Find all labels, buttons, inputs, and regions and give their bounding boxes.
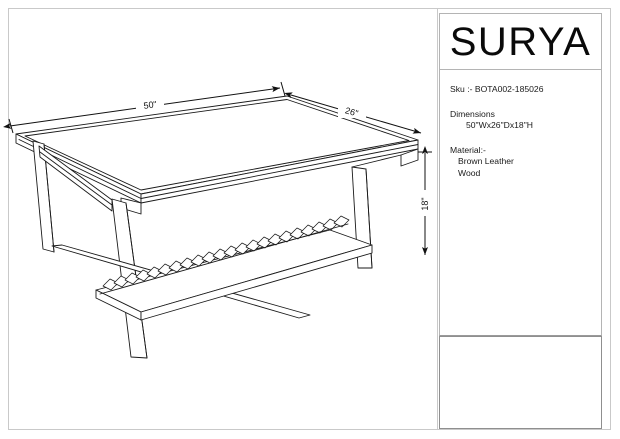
material-item-wood: Wood — [458, 167, 481, 178]
table-apron-right — [351, 148, 419, 168]
table-leg-far-left — [32, 140, 55, 253]
dimensions-heading: Dimensions — [450, 108, 495, 119]
dimension-width-label: 50" — [143, 99, 157, 111]
dimension-width-50: 50" — [3, 81, 286, 134]
sku-line: Sku :- BOTA002-185026 — [450, 84, 544, 94]
dimension-height-label: 18" — [420, 197, 430, 210]
specification-panel: Sku :- BOTA002-185026 Dimensions 50"Wx26… — [439, 70, 602, 336]
lower-shelf-front-edge — [95, 244, 373, 321]
material-item-leather: Brown Leather — [458, 156, 514, 167]
brand-logo-box: SURYA — [439, 13, 602, 70]
technical-drawing-area: 50" 26" 18" — [3, 81, 433, 359]
dimension-depth-26: 26" — [284, 92, 422, 134]
info-column: SURYA Sku :- BOTA002-185026 Dimensions 5… — [437, 8, 611, 430]
spacer — [450, 96, 601, 109]
lower-shelf-slat-guide — [99, 223, 349, 295]
brand-logo-text: SURYA — [449, 19, 592, 64]
spacer — [450, 132, 601, 145]
dimension-depth-label: 26" — [344, 105, 359, 118]
dimension-annotations: 50" 26" 18" — [3, 81, 433, 255]
lower-shelf-slats — [102, 215, 350, 291]
title-block — [439, 336, 602, 429]
material-heading: Material:- — [450, 144, 486, 155]
table-brace-left — [38, 145, 113, 212]
dimensions-value: 50"Wx26"Dx18"H — [466, 120, 533, 131]
dimension-height-18: 18" — [415, 146, 433, 255]
